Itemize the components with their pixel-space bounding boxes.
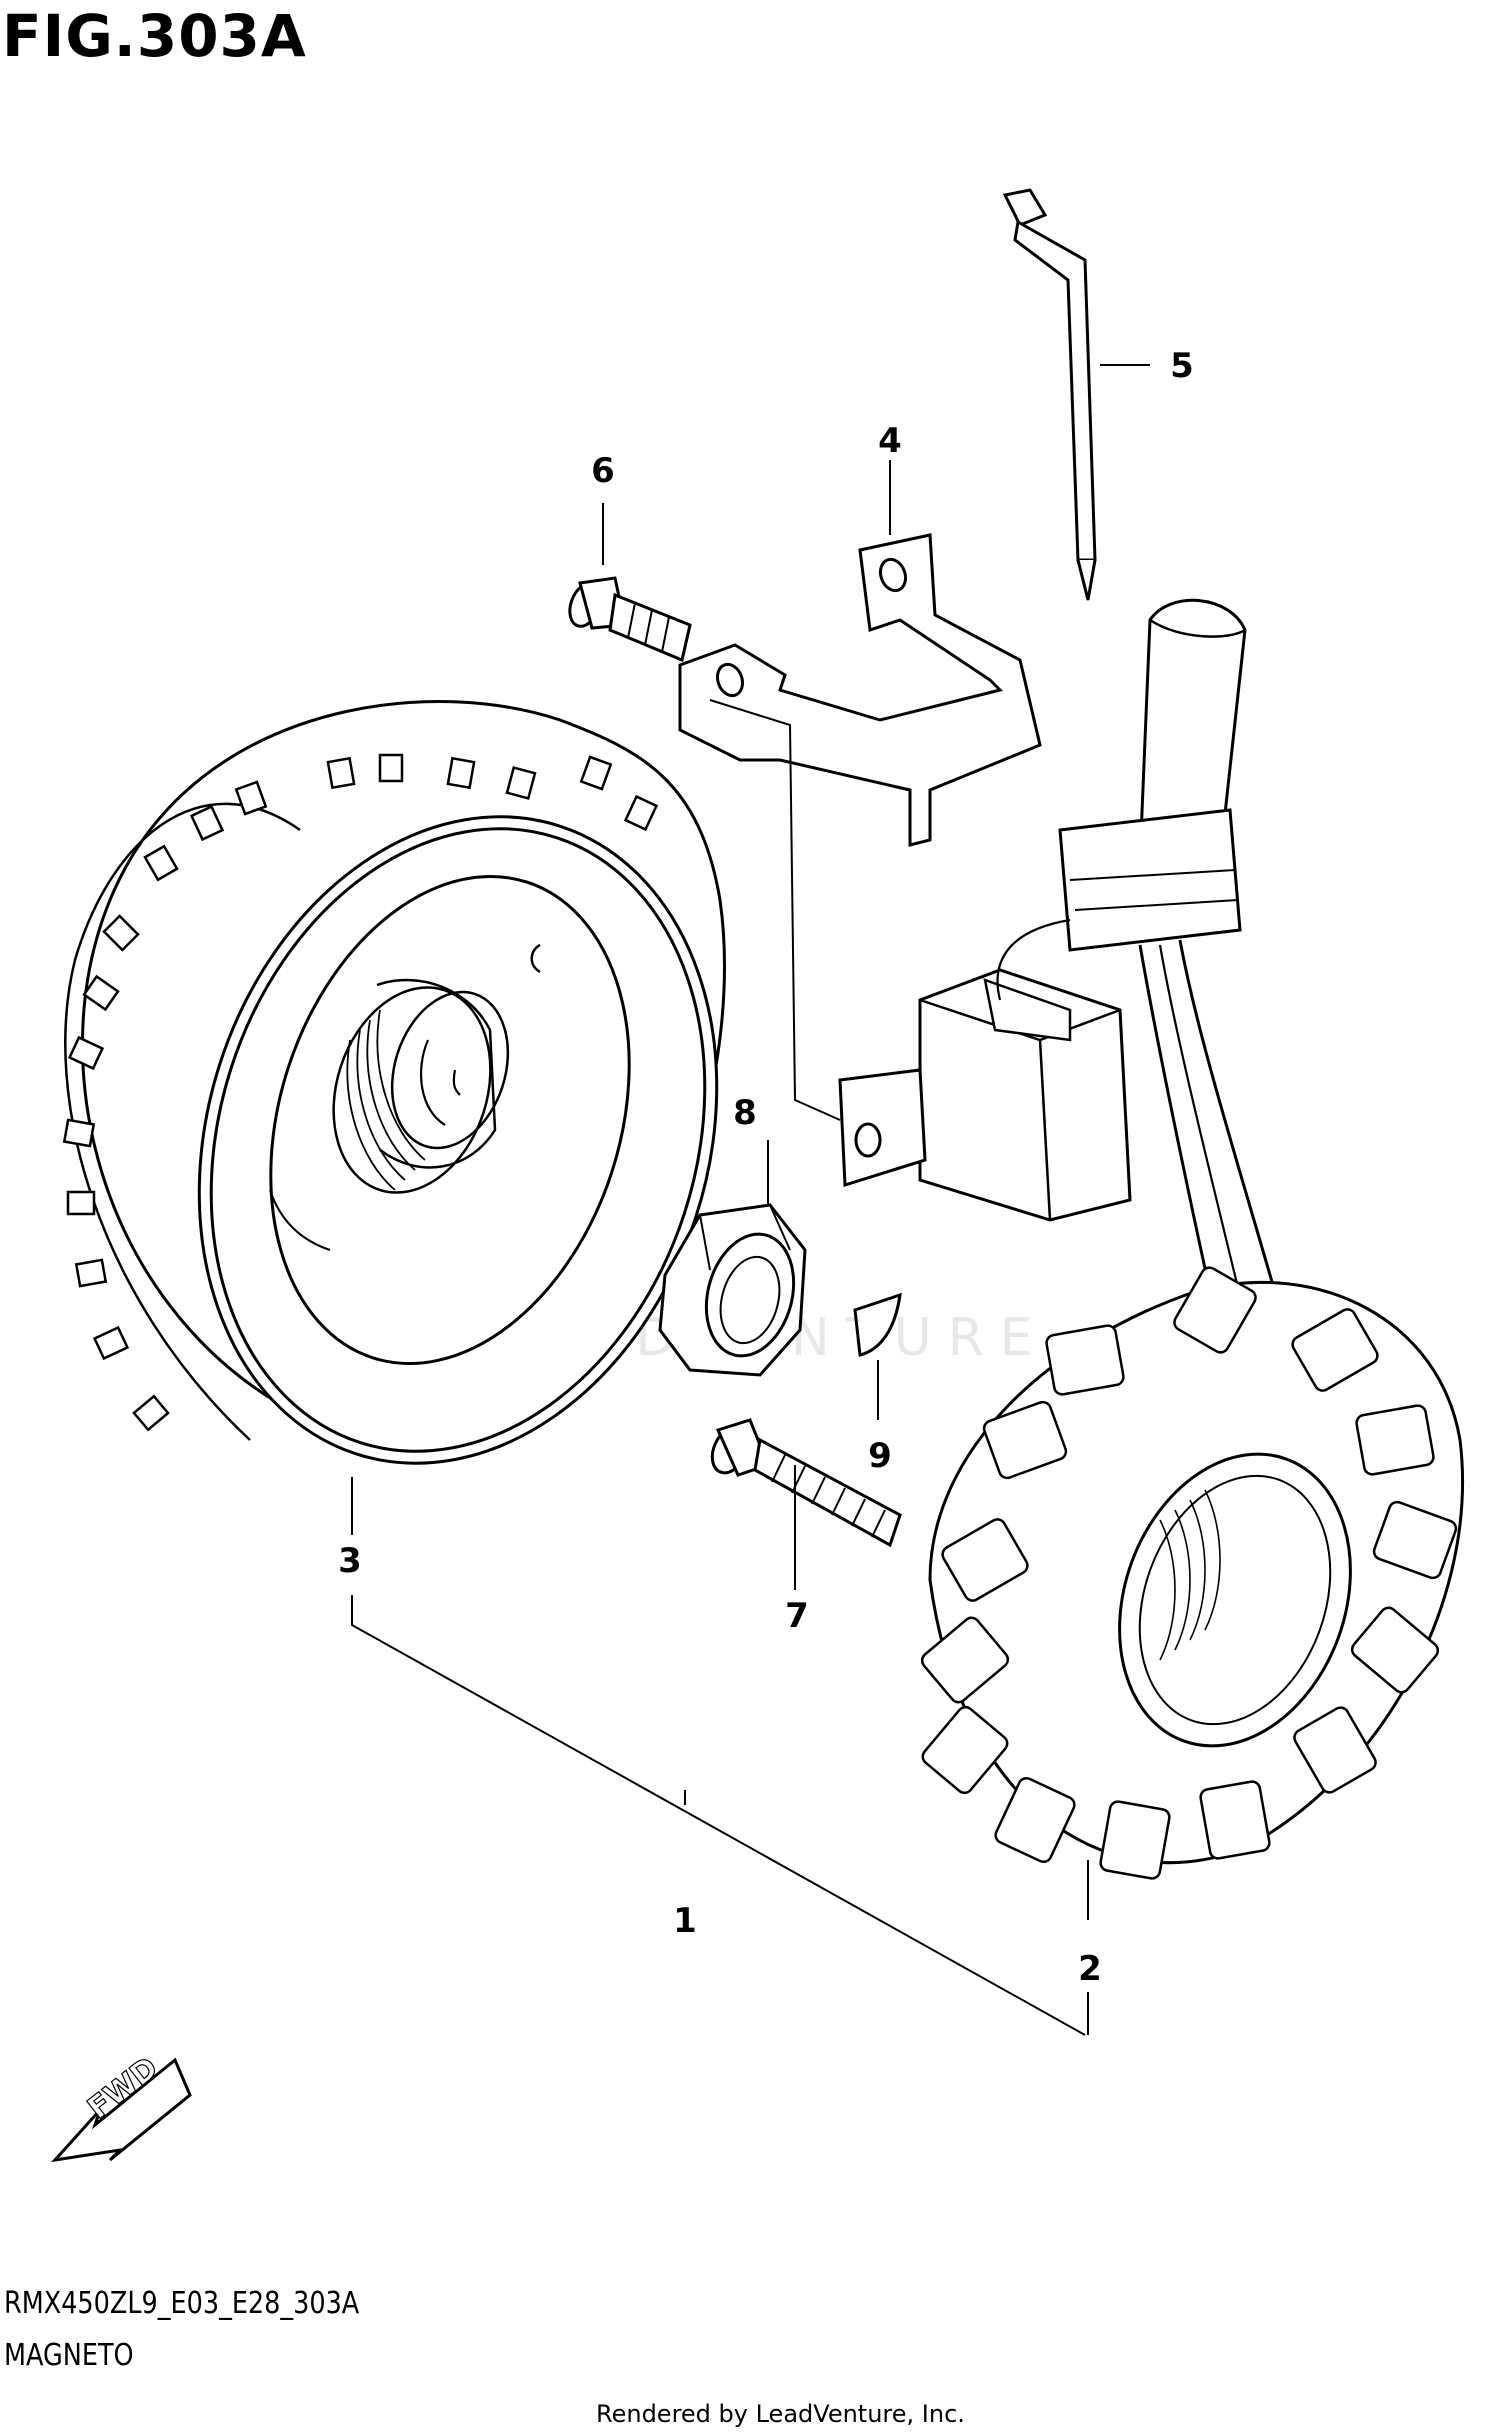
rendered-by-footer: Rendered by LeadVenture, Inc. <box>596 2400 965 2428</box>
wire-harness <box>996 598 1351 1462</box>
clamp-bracket[interactable] <box>678 533 1042 847</box>
pickup-connector[interactable] <box>838 968 1132 1222</box>
stator-bolt[interactable] <box>705 1418 902 1548</box>
callout-2: 2 <box>1078 1949 1102 1989</box>
stator[interactable] <box>919 1265 1465 1880</box>
callout-1: 1 <box>673 1901 697 1941</box>
callout-9: 9 <box>868 1436 892 1476</box>
cable-tie[interactable] <box>1002 188 1097 601</box>
callout-5: 5 <box>1170 346 1194 386</box>
leader-lines <box>351 364 1150 2036</box>
callout-4: 4 <box>878 421 902 461</box>
stator-windings <box>920 1266 1458 1880</box>
rotor-teeth <box>62 753 659 1432</box>
figure-title: FIG.303A <box>2 2 307 70</box>
fwd-direction-arrow: FWD <box>51 2050 192 2163</box>
callout-6: 6 <box>591 451 615 491</box>
callout-7: 7 <box>785 1596 809 1636</box>
callout-8: 8 <box>733 1093 757 1133</box>
rotor-nut[interactable] <box>658 1203 807 1377</box>
woodruff-key[interactable] <box>853 1292 902 1357</box>
callout-numbers: 1 2 3 4 5 6 7 8 9 <box>338 346 1194 1989</box>
section-name: MAGNETO <box>4 2338 134 2373</box>
bracket-bolt[interactable] <box>564 576 692 663</box>
rotor-flywheel[interactable] <box>62 700 797 1532</box>
callout-3: 3 <box>338 1541 362 1581</box>
model-code: RMX450ZL9_E03_E28_303A <box>4 2286 360 2321</box>
